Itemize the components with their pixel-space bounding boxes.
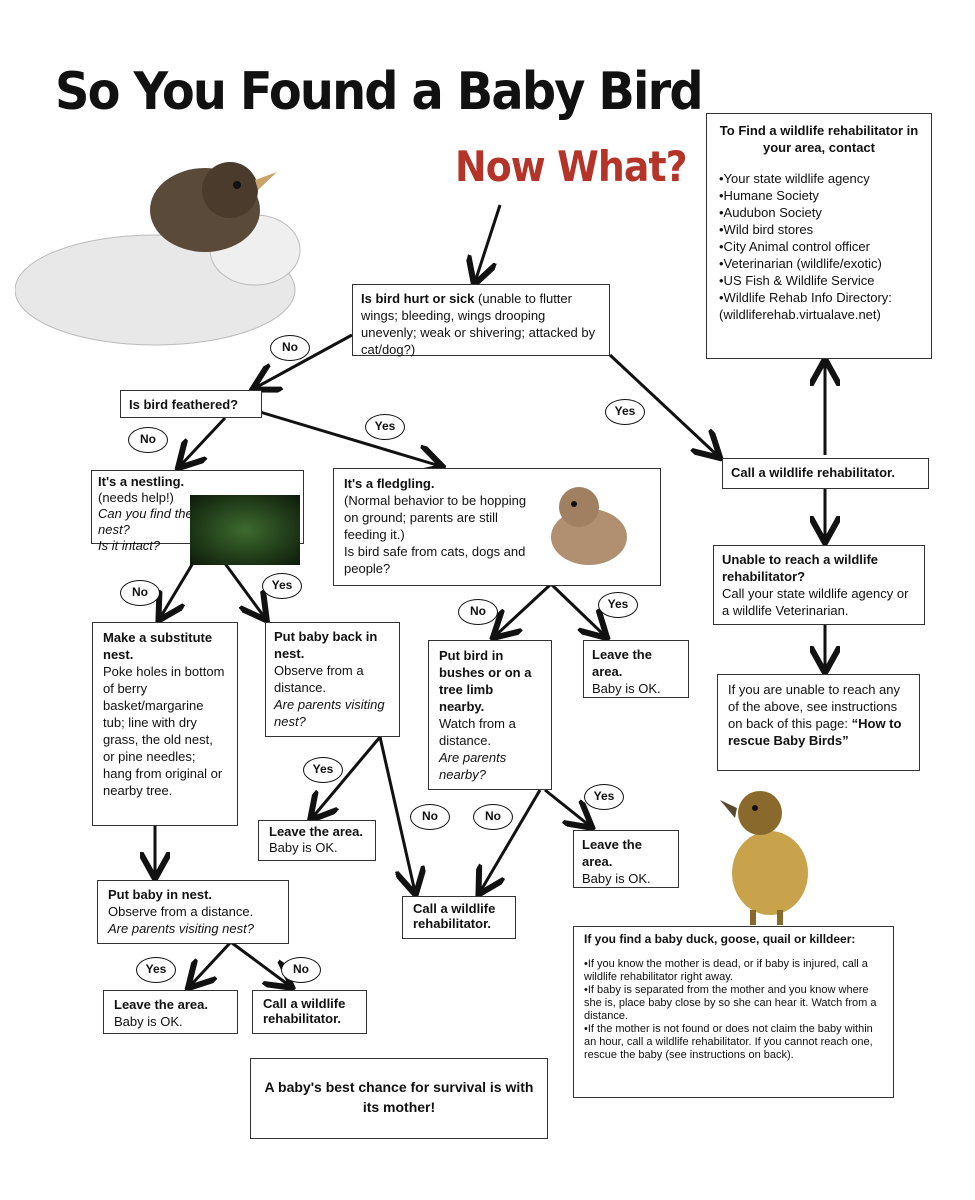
leave-area-box: Leave the area. Baby is OK. <box>583 640 689 698</box>
fledgling-photo <box>551 487 627 565</box>
substitute-text: Poke holes in bottom of berry basket/mar… <box>103 664 225 798</box>
fledgling-question: Is bird safe from cats, dogs and people? <box>344 544 526 576</box>
nestlings-photo <box>190 495 300 565</box>
leave-title: Leave the area. <box>592 647 652 679</box>
subtitle: Now What? <box>455 142 688 191</box>
bushes-text: Watch from a distance. <box>439 716 516 748</box>
contact-item: (wildliferehab.virtualave.net) <box>719 307 881 322</box>
contact-heading: To Find a wildlife rehabilitator in your… <box>719 123 919 155</box>
no-label: No <box>458 599 498 625</box>
yes-label: Yes <box>262 573 302 599</box>
leave-text: Baby is OK. <box>582 871 651 886</box>
put-in-nest-box: Put baby in nest. Observe from a distance… <box>97 880 289 944</box>
find-rehabilitator-box: To Find a wildlife rehabilitator in your… <box>706 113 932 359</box>
leave-area-box: Leave the area. Baby is OK. <box>103 990 238 1034</box>
nestling-box: It's a nestling.(needs help!)Can you fin… <box>91 470 304 565</box>
page-title: So You Found a Baby Bird <box>55 62 704 122</box>
rescue-instructions-title: “How to rescue Baby Birds” <box>728 716 902 748</box>
unable-question: Unable to reach a wildlife rehabilitator… <box>722 552 879 584</box>
bushes-box: Put bird in bushes or on a tree limb nea… <box>428 640 552 790</box>
substitute-nest-box: Make a substitute nest.Poke holes in bot… <box>92 622 238 826</box>
put-in-nest-title: Put baby in nest. <box>108 887 213 902</box>
no-label: No <box>281 957 321 983</box>
contact-item: •Your state wildlife agency <box>719 171 870 186</box>
hurt-details: (unable to flutter wings; bleeding, wing… <box>361 291 596 357</box>
contact-item: •US Fish & Wildlife Service <box>719 273 875 288</box>
bushes-title: Put bird in bushes or on a tree limb nea… <box>439 648 532 714</box>
contact-item: •City Animal control officer <box>719 239 870 254</box>
call-rehabilitator-box: Call a wildlife rehabilitator. <box>722 458 929 489</box>
yes-label: Yes <box>584 784 624 810</box>
no-label: No <box>128 427 168 453</box>
no-label: No <box>120 580 160 606</box>
if-unable-box: If you are unable to reach any of the ab… <box>717 674 920 771</box>
yes-label: Yes <box>598 592 638 618</box>
contact-list: •Your state wildlife agency •Humane Soci… <box>719 170 919 323</box>
fledgling-title: It's a fledgling. <box>344 476 435 491</box>
leave-area-box: Leave the area.Baby is OK. <box>258 820 376 861</box>
unable-to-reach-box: Unable to reach a wildlife rehabilitator… <box>713 545 925 625</box>
leave-title: Leave the area. <box>269 824 363 839</box>
duck-goose-box: If you find a baby duck, goose, quail or… <box>573 926 894 1098</box>
contact-item: •Humane Society <box>719 188 819 203</box>
put-back-question: Are parents visiting nest? <box>274 697 385 729</box>
contact-item: •Veterinarian (wildlife/exotic) <box>719 256 882 271</box>
nestling-note: (needs help!) <box>98 490 174 505</box>
hurt-question: Is bird hurt or sick <box>361 291 475 306</box>
nestling-title: It's a nestling. <box>98 474 185 489</box>
contact-item: •Wild bird stores <box>719 222 814 237</box>
feathered-question-box: Is bird feathered? <box>120 390 262 418</box>
bushes-question: Are parents nearby? <box>439 750 507 782</box>
leave-text: Baby is OK. <box>114 1014 183 1029</box>
contact-item: •Wildlife Rehab Info Directory: <box>719 290 892 305</box>
leave-title: Leave the area. <box>582 837 642 869</box>
hurt-question-box: Is bird hurt or sick (unable to flutter … <box>352 284 610 357</box>
put-in-nest-text: Observe from a distance. <box>108 904 254 919</box>
call-wildlife-box: Call a wildlife rehabilitator. <box>402 896 516 939</box>
fledgling-text: (Normal behavior to be hopping on ground… <box>344 493 527 542</box>
duckling-photo <box>720 791 808 925</box>
yes-label: Yes <box>605 399 645 425</box>
leave-text: Baby is OK. <box>592 681 661 696</box>
call-wildlife-box: Call a wildlife rehabilitator. <box>252 990 367 1034</box>
no-label: No <box>473 804 513 830</box>
contact-item: •Audubon Society <box>719 205 822 220</box>
duck-item: •If you know the mother is dead, or if b… <box>584 958 868 983</box>
yes-label: Yes <box>365 414 405 440</box>
put-in-nest-question: Are parents visiting nest? <box>108 921 254 936</box>
bird-in-hand-photo <box>15 162 301 346</box>
substitute-title: Make a substitute nest. <box>103 630 213 662</box>
yes-label: Yes <box>303 757 343 783</box>
nestling-question: Can you find the nest? <box>98 506 193 537</box>
duck-heading: If you find a baby duck, goose, quail or… <box>584 932 856 946</box>
best-chance-box: A baby's best chance for survival is wit… <box>250 1058 548 1139</box>
put-back-text: Observe from a distance. <box>274 663 364 695</box>
put-back-box: Put baby back in nest.Observe from a dis… <box>265 622 400 737</box>
no-label: No <box>410 804 450 830</box>
duck-item: •If the mother is not found or does not … <box>584 1023 873 1061</box>
leave-title: Leave the area. <box>114 997 208 1012</box>
leave-area-box: Leave the area. Baby is OK. <box>573 830 679 888</box>
unable-text: Call your state wildlife agency or a wil… <box>722 586 909 618</box>
duck-item: •If baby is separated from the mother an… <box>584 984 877 1022</box>
if-unable-text: If you are unable to reach any of the ab… <box>728 682 901 731</box>
fledgling-box: It's a fledgling. (Normal behavior to be … <box>333 468 661 586</box>
yes-label: Yes <box>136 957 176 983</box>
nestling-question-2: Is it intact? <box>98 538 161 553</box>
put-back-title: Put baby back in nest. <box>274 629 378 661</box>
no-label: No <box>270 335 310 361</box>
leave-text: Baby is OK. <box>269 840 338 855</box>
